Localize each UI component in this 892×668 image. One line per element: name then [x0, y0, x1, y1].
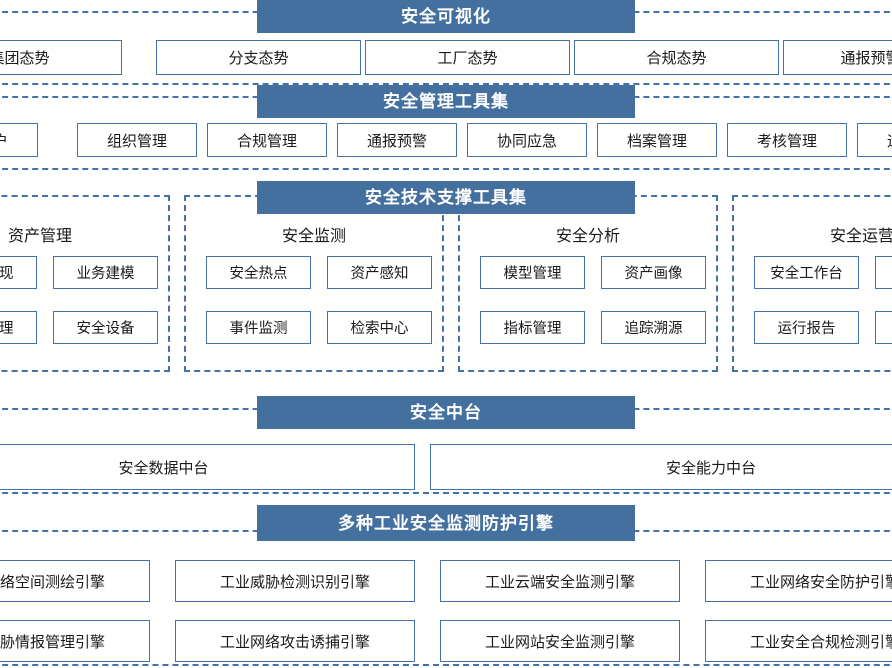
engine-threat-detection[interactable]: 工业威胁检测识别引擎 — [175, 560, 415, 602]
tech-indicator-management[interactable]: 指标管理 — [480, 311, 585, 344]
platform-item-data[interactable]: 安全数据中台 — [0, 444, 415, 490]
tech-operation-report[interactable]: 运行报告 — [754, 311, 859, 344]
mgmt-item-ops[interactable]: 运维管理 — [857, 123, 892, 157]
viz-item-factory[interactable]: 工厂态势 — [365, 40, 570, 75]
engine-network-protection[interactable]: 工业网络安全防护引擎 — [705, 560, 892, 602]
band-technical-ribbon: 安全技术支撑工具集 — [257, 181, 635, 214]
tech-group-security-monitoring-title: 安全监测 — [281, 228, 346, 245]
engine-website-monitoring[interactable]: 工业网站安全监测引擎 — [440, 620, 680, 662]
tech-asset-discovery[interactable]: 资产发现 — [0, 256, 37, 289]
mgmt-item-emergency[interactable]: 协同应急 — [467, 123, 587, 157]
band-visualization-ribbon: 安全可视化 — [257, 0, 635, 33]
viz-item-compliance[interactable]: 合规态势 — [574, 40, 779, 75]
engine-attack-honeypot[interactable]: 工业网络攻击诱捕引擎 — [175, 620, 415, 662]
engine-cloud-monitoring[interactable]: 工业云端安全监测引擎 — [440, 560, 680, 602]
mgmt-item-portal[interactable]: 安全门户 — [0, 123, 38, 157]
tech-group-security-analysis-title: 安全分析 — [555, 228, 620, 245]
tech-search-center[interactable]: 检索中心 — [327, 311, 432, 344]
tech-security-workbench[interactable]: 安全工作台 — [754, 256, 859, 289]
tech-event-monitoring[interactable]: 事件监测 — [206, 311, 311, 344]
viz-item-alert[interactable]: 通报预警态势 — [783, 40, 892, 75]
tech-business-modeling[interactable]: 业务建模 — [53, 256, 158, 289]
engine-threat-intelligence[interactable]: 工业威胁情报管理引擎 — [0, 620, 150, 662]
tech-security-orchestration[interactable]: 安全编排 — [875, 256, 892, 289]
mgmt-item-archive[interactable]: 档案管理 — [597, 123, 717, 157]
tech-operation-management[interactable]: 运营管理 — [875, 311, 892, 344]
tech-group-security-operations — [732, 195, 892, 372]
viz-item-group[interactable]: 集团态势 — [0, 40, 122, 75]
mgmt-item-org[interactable]: 组织管理 — [77, 123, 197, 157]
tech-vulnerability-management[interactable]: 漏洞管理 — [0, 311, 37, 344]
band-management-ribbon: 安全管理工具集 — [257, 85, 635, 118]
mgmt-item-alert[interactable]: 通报预警 — [337, 123, 457, 157]
mgmt-item-assessment[interactable]: 考核管理 — [727, 123, 847, 157]
band-middle-platform-ribbon: 安全中台 — [257, 396, 635, 429]
tech-security-hotspot[interactable]: 安全热点 — [206, 256, 311, 289]
engine-compliance-check[interactable]: 工业安全合规检测引擎 — [705, 620, 892, 662]
mgmt-item-compliance[interactable]: 合规管理 — [207, 123, 327, 157]
tech-group-security-operations-title: 安全运营 — [829, 228, 892, 245]
tech-group-asset-management — [0, 195, 170, 372]
tech-model-management[interactable]: 模型管理 — [480, 256, 585, 289]
viz-item-branch[interactable]: 分支态势 — [156, 40, 361, 75]
tech-security-device[interactable]: 安全设备 — [53, 311, 158, 344]
tech-asset-profile[interactable]: 资产画像 — [601, 256, 706, 289]
platform-item-capability[interactable]: 安全能力中台 — [430, 444, 892, 490]
engine-cyberspace-mapping[interactable]: 工业网络空间测绘引擎 — [0, 560, 150, 602]
tech-trace-source[interactable]: 追踪溯源 — [601, 311, 706, 344]
band-engines-ribbon: 多种工业安全监测防护引擎 — [257, 505, 635, 541]
tech-group-asset-management-title: 资产管理 — [7, 228, 72, 245]
tech-asset-awareness[interactable]: 资产感知 — [327, 256, 432, 289]
